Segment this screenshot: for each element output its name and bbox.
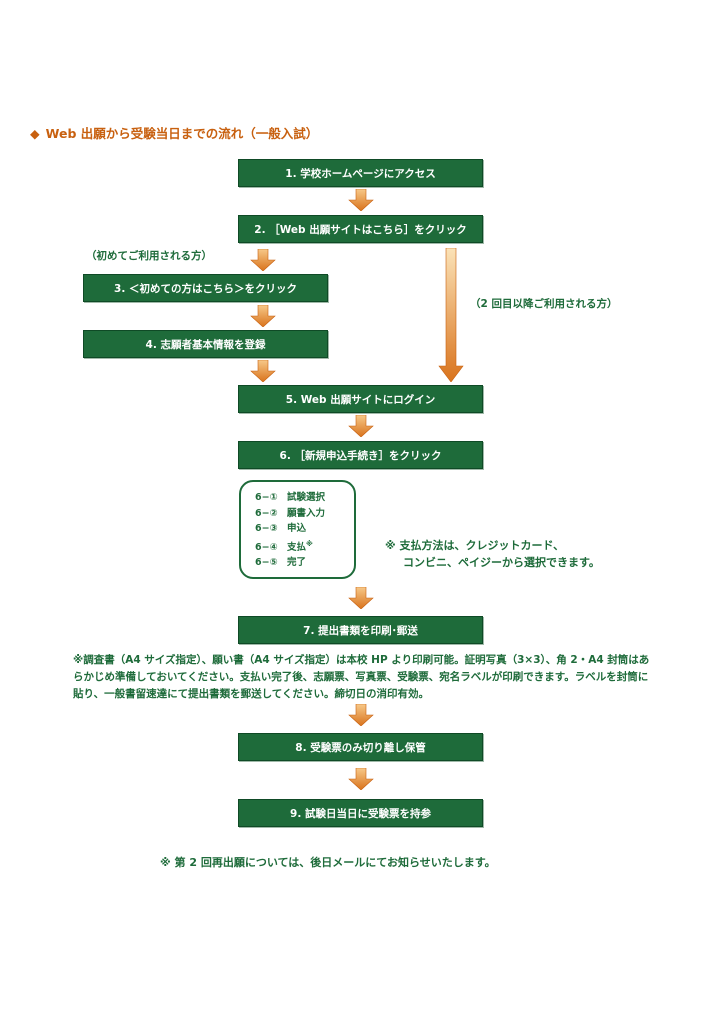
second-time-label: （2 回目以降ご利用される方） — [470, 298, 618, 310]
step-4-box: 4. 志願者基本情報を登録 — [83, 330, 328, 358]
down-arrow-icon — [250, 249, 276, 271]
down-arrow-icon — [348, 415, 374, 437]
down-arrow-icon — [348, 587, 374, 609]
bottom-note: ※ 第 2 回再出願については、後日メールにてお知らせいたします。 — [160, 856, 496, 869]
footnote-mark: ※ — [306, 539, 313, 548]
step-7-box: 7. 提出書類を印刷･郵送 — [238, 616, 483, 644]
diamond-icon: ◆ — [30, 126, 40, 141]
step-5-box: 5. Web 出願サイトにログイン — [238, 385, 483, 413]
down-arrow-icon — [348, 189, 374, 211]
step-3-box: 3. ＜初めての方はこちら＞をクリック — [83, 274, 328, 302]
step-8-box: 8. 受験票のみ切り離し保管 — [238, 733, 483, 761]
down-arrow-icon — [348, 768, 374, 790]
step-2-box: 2. ［Web 出願サイトはこちら］をクリック — [238, 215, 483, 243]
documents-note: ※調査書（A4 サイズ指定）、願い書（A4 サイズ指定）は本校 HP より印刷可… — [73, 654, 650, 700]
step-9-box: 9. 試験日当日に受験票を持参 — [238, 799, 483, 827]
down-arrow-icon — [250, 305, 276, 327]
step-1-box: 1. 学校ホームページにアクセス — [238, 159, 483, 187]
first-time-label: （初めてご利用される方） — [86, 250, 212, 262]
down-arrow-icon — [250, 360, 276, 382]
payment-note: ※ 支払方法は、クレジットカード、 コンビニ、ペイジーから選択できます。 — [385, 539, 600, 569]
step-6-box: 6. ［新規申込手続き］をクリック — [238, 441, 483, 469]
down-arrow-icon — [348, 704, 374, 726]
page-title: ◆Web 出願から受験当日までの流れ（一般入試） — [30, 126, 319, 141]
long-down-arrow-icon — [438, 248, 464, 382]
